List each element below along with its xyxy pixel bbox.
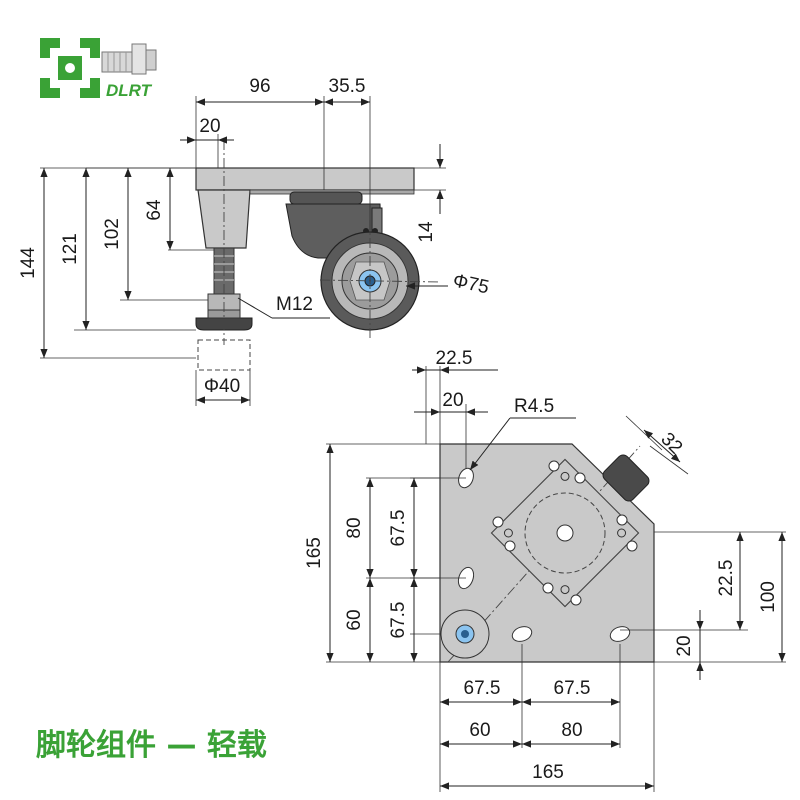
dim-144: 144 bbox=[18, 247, 39, 279]
swivel-pivot bbox=[556, 524, 574, 542]
dim-r4-5: R4.5 bbox=[514, 396, 554, 417]
dim-22-5-top: 22.5 bbox=[436, 348, 473, 369]
aluminum-profile-icon bbox=[40, 38, 100, 98]
dim-pad-diameter: Φ40 bbox=[204, 376, 240, 397]
side-view: 96 35.5 20 144 121 102 64 14 Φ75 M12 Φ40 bbox=[18, 76, 491, 406]
dim-67-5-bottom-b: 67.5 bbox=[554, 678, 591, 699]
plan-view: 22.5 20 R4.5 32 165 80 60 67.5 67.5 22.5… bbox=[304, 348, 786, 792]
swivel-circle bbox=[524, 492, 606, 574]
slot-holes bbox=[457, 467, 631, 642]
dim-80-bottom: 80 bbox=[561, 720, 582, 741]
dim-22-5-right: 22.5 bbox=[716, 560, 737, 597]
dim-67-5-left-a: 67.5 bbox=[388, 510, 409, 547]
dim-60-left: 60 bbox=[344, 609, 365, 630]
mounting-holes bbox=[492, 460, 638, 606]
caster-wheel-top bbox=[602, 454, 650, 502]
dim-67-5-left-b: 67.5 bbox=[388, 602, 409, 639]
dim-14: 14 bbox=[416, 221, 437, 243]
dim-wheel-diameter: Φ75 bbox=[451, 270, 491, 298]
bolt-icon bbox=[101, 43, 157, 75]
dim-165-left: 165 bbox=[304, 537, 325, 569]
dim-67-5-bottom-a: 67.5 bbox=[464, 678, 501, 699]
dim-thread-m12: M12 bbox=[276, 294, 313, 315]
dim-80-left: 80 bbox=[344, 517, 365, 538]
drawing-caption: 脚轮组件 — 轻载 bbox=[36, 728, 267, 763]
dlrt-logo: DLRT bbox=[40, 38, 157, 100]
dim-96: 96 bbox=[249, 76, 270, 97]
dim-60-bottom: 60 bbox=[469, 720, 490, 741]
dim-35-5: 35.5 bbox=[329, 76, 366, 97]
logo-text: DLRT bbox=[106, 81, 153, 100]
dim-121: 121 bbox=[60, 233, 81, 265]
dim-20-right: 20 bbox=[674, 635, 695, 656]
dim-20-top: 20 bbox=[442, 390, 463, 411]
dim-165-bottom: 165 bbox=[532, 762, 564, 783]
dim-64: 64 bbox=[144, 199, 165, 221]
dim-20-side: 20 bbox=[199, 116, 220, 137]
mounting-plate bbox=[195, 167, 415, 191]
dim-100-right: 100 bbox=[758, 581, 779, 613]
dim-102: 102 bbox=[102, 218, 123, 250]
swivel-plate bbox=[289, 191, 363, 205]
